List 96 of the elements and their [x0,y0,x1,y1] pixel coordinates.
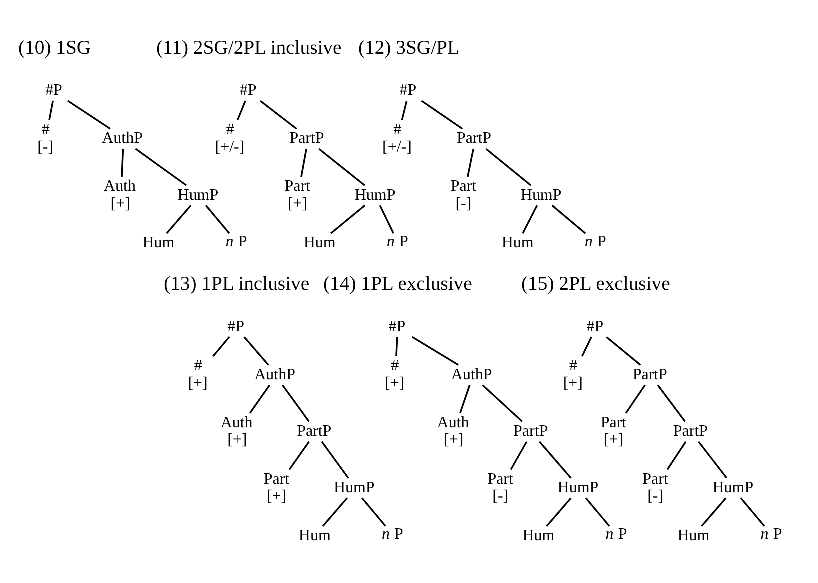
connector [467,149,474,178]
connector [666,441,687,470]
connector [260,100,298,130]
connector [236,100,246,121]
connector [412,336,459,366]
node-text: Auth [+] [104,178,136,212]
connector [205,205,230,234]
node-text: PartP [290,130,324,148]
node-text: # [+] [188,358,208,392]
node-text: AuthP [102,130,143,148]
connector [379,205,394,234]
connector [250,384,271,414]
node-text: Part [-] [488,470,514,506]
connector [321,441,350,479]
node-text: HumP [354,186,396,204]
connector [421,100,464,130]
node-text: HumP [558,479,599,496]
connector [401,100,408,121]
node-text: Auth [+] [220,414,253,448]
node-text: HumP [178,186,219,204]
node-text: Part [+] [264,470,290,506]
connector [396,337,398,357]
connector [546,498,572,527]
connector [68,100,111,130]
connector [701,498,727,527]
node-text: AuthP [254,366,296,384]
node-text: PartP [456,130,492,148]
connector [212,336,230,358]
connector [300,149,308,178]
node-text: #P [586,318,604,336]
node-text: AuthP [451,366,492,384]
connector [362,498,386,527]
node-text: Hum [142,234,175,252]
node-text: # [+/-] [382,122,412,156]
node-text: n P [760,526,782,544]
connector [48,100,54,121]
label: (15) 2PL exclusive [522,273,670,296]
connector [135,148,187,186]
connector [482,384,523,422]
node-text: # [-] [38,122,54,156]
connector [585,498,610,527]
connector [330,204,366,234]
connector [318,148,366,186]
connector [552,204,586,234]
node-text: # [+] [385,358,405,392]
connector [625,384,646,414]
node-text: HumP [520,186,562,204]
node-text: PartP [514,422,548,440]
node-text: Hum [522,527,555,544]
node-text: PartP [673,422,708,440]
label: (10) 1SG [18,36,92,59]
connector [510,441,528,470]
node-text: HumP [334,479,375,496]
node-text: Part [-] [450,178,477,212]
node-text: Hum [678,527,710,544]
label: (14) 1PL exclusive [324,273,472,296]
connector [740,498,766,527]
node-text: Hum [304,234,336,252]
node-text: n P [584,233,606,250]
connector [322,498,348,527]
node-text: n P [226,233,248,250]
connector [539,441,572,479]
node-text: Part [-] [642,470,668,506]
label: (11) 2SG/2PL inclusive [156,36,342,59]
node-text: n P [386,233,408,250]
connector [460,385,471,414]
label: (13) 1PL inclusive [164,273,310,296]
connector [121,149,124,178]
node-text: #P [46,82,62,100]
node-text: #P [400,82,417,100]
node-text: Hum [298,527,331,544]
connector [606,336,642,366]
label: (12) 3SG/PL [358,36,460,59]
connector [698,441,728,479]
node-text: Hum [502,234,534,252]
node-text: Auth [+] [437,414,470,448]
node-text: HumP [712,479,754,496]
node-text: PartP [632,366,668,384]
node-text: #P [388,318,406,336]
node-text: n P [382,526,404,544]
connector [582,336,592,357]
connector [522,205,538,234]
connector [244,336,270,366]
node-text: Part [+] [600,414,627,448]
connector [282,384,310,422]
node-text: # [+] [563,358,584,392]
node-text: #P [228,318,244,336]
node-text: n P [606,526,628,544]
connector [486,148,532,186]
connector [288,441,310,470]
node-text: # [+/-] [215,122,245,156]
node-text: Part [+] [284,178,311,212]
node-text: PartP [297,422,332,440]
connector [166,205,192,234]
node-text: #P [240,82,257,100]
connector [657,384,686,422]
